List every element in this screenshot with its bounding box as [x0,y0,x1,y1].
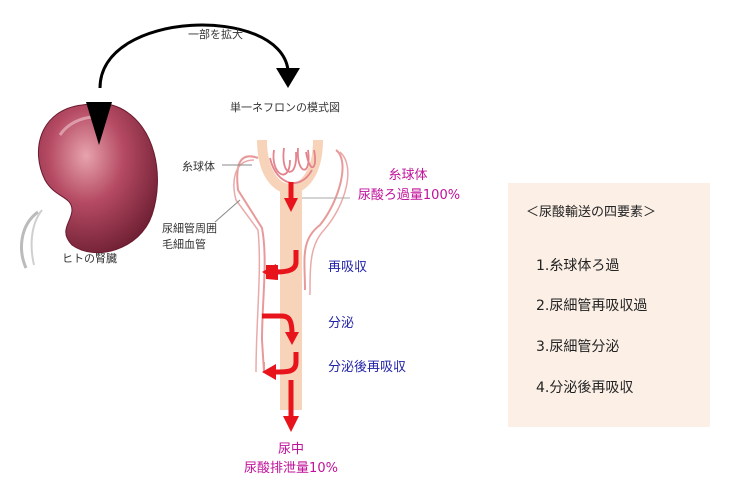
magnify-arrow-head [276,68,300,88]
kidney-caption: ヒトの腎臓 [62,252,117,265]
panel-item: 4.分泌後再吸収 [536,380,634,396]
urine-label-2: 尿酸排泄量10% [244,461,338,476]
four-elements-panel: ＜尿酸輸送の四要素＞ 1.糸球体ろ過 2.尿細管再吸収過 3.尿細管分泌 4.分… [508,183,710,427]
top-caption: 一部を拡大 [188,28,243,41]
magnify-wedge [86,102,112,145]
renal-tubule [280,188,302,410]
kidney-illustration [20,102,158,269]
urine-label-1: 尿中 [277,442,304,457]
panel-item: 3.尿細管分泌 [536,339,620,355]
panel-item: 2.尿細管再吸収過 [536,298,648,314]
filtration-label-2: 尿酸ろ過量100% [357,188,461,203]
secretion-arrow [262,313,295,335]
post-secretion-label: 分泌後再吸収 [328,360,407,375]
filtration-label-1: 糸球体 [388,168,428,183]
post-secretion-arrow [275,352,299,375]
capillary-label-1: 尿細管周囲 [162,222,217,235]
magnify-arc-arrow [98,23,290,89]
panel-item: 1.糸球体ろ過 [536,258,620,274]
reabsorption-label: 再吸収 [328,260,368,275]
capillary-leader [214,199,241,223]
model-title: 単一ネフロンの模式図 [230,101,340,114]
capillary-label-2: 毛細血管 [162,238,206,251]
glomerulus-label: 糸球体 [182,160,215,173]
secretion-label: 分泌 [328,316,355,331]
reabsorption-arrow [275,250,299,275]
panel-title: ＜尿酸輸送の四要素＞ [526,205,657,220]
capillary-vessel [236,155,266,373]
